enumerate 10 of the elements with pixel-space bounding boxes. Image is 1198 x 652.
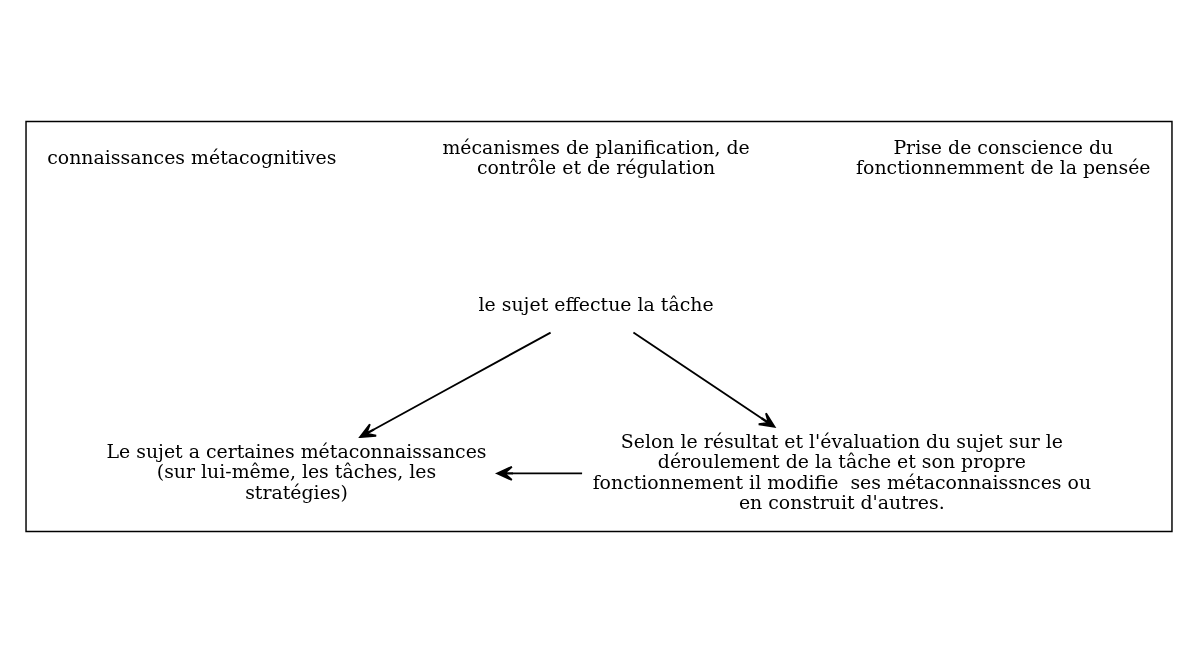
label: Prise de conscience du fonctionnemment de la pensée xyxy=(856,135,1151,178)
node-text: Selon le résultat et l'évaluation du sujet sur le déroulement de la tâche et son propre fonctionnement il modifie ses métaconnaissnces ou en construit d'autres. xyxy=(592,429,1092,513)
label: connaissances métacognitives xyxy=(47,145,337,168)
label: mécanismes de planification, de contrôle et de régulation xyxy=(442,135,750,178)
arrow xyxy=(632,331,776,428)
node-text: le sujet effectue la tâche xyxy=(478,292,714,315)
node-text: Le sujet a certaines métaconnaissances (sur lui-même, les tâches, les stratégies) xyxy=(106,439,487,503)
cluster xyxy=(25,120,1173,532)
arrow xyxy=(359,331,552,438)
arrow xyxy=(496,465,584,481)
